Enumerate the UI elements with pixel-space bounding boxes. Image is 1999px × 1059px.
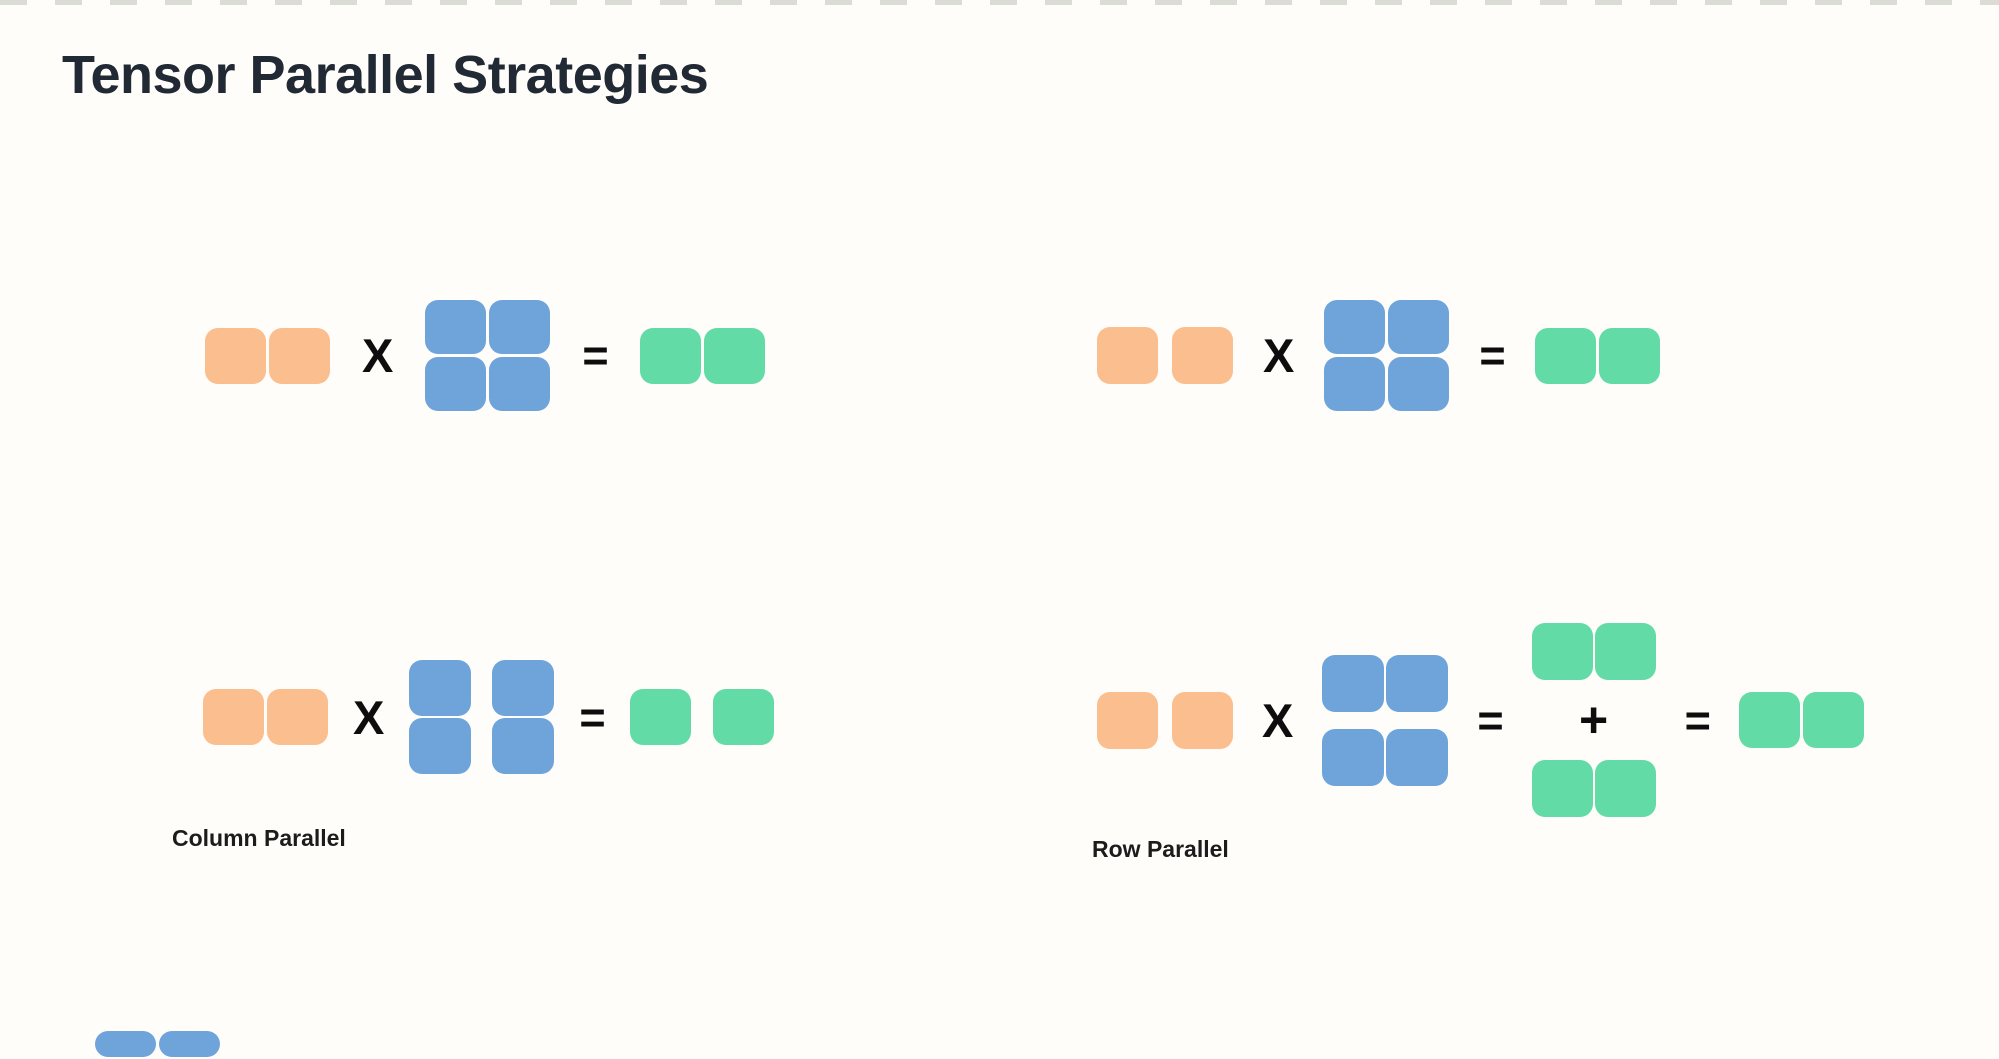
page-title: Tensor Parallel Strategies	[62, 45, 709, 105]
input-block	[267, 689, 328, 745]
output-block	[629, 689, 691, 745]
plus-operator: +	[1579, 692, 1609, 748]
partial-sum-stack: +	[1531, 623, 1656, 817]
weight-matrix-column-split	[409, 660, 555, 774]
output-row-vector	[639, 327, 765, 384]
diagram-column-parallel: X=	[203, 660, 774, 774]
clipped-offscreen-blocks	[95, 1031, 220, 1057]
input-row-vector	[203, 689, 328, 745]
input-block	[269, 327, 330, 384]
equals-operator: =	[582, 330, 608, 381]
weight-block	[409, 660, 472, 716]
diagram-full-matmul-left: X=	[205, 300, 765, 411]
weight-block	[1388, 300, 1450, 354]
output-block	[1738, 692, 1800, 748]
weight-block	[489, 357, 551, 411]
weight-matrix	[425, 300, 551, 411]
multiply-operator: X	[362, 329, 394, 382]
top-dashed-border	[0, 0, 1999, 5]
diagram-full-matmul-right: X=	[1097, 300, 1660, 411]
output-block	[1594, 760, 1656, 817]
weight-matrix-row-split	[1322, 654, 1449, 786]
weight-matrix	[1324, 300, 1450, 411]
weight-block	[1322, 654, 1385, 712]
output-block	[703, 327, 765, 384]
output-block	[1531, 623, 1593, 680]
column-parallel-label: Column Parallel	[172, 825, 346, 851]
input-block	[1097, 327, 1158, 384]
weight-block	[425, 357, 487, 411]
output-block	[1531, 760, 1593, 817]
input-row-vector	[205, 327, 330, 384]
input-block	[1172, 691, 1233, 749]
diagram-row-parallel: X = + =	[1097, 623, 1864, 817]
input-block	[1172, 327, 1233, 384]
output-block	[712, 689, 774, 745]
multiply-operator: X	[1262, 693, 1294, 747]
clipped-offscreen-blocks-group	[95, 1029, 220, 1059]
weight-block	[492, 718, 555, 774]
weight-block	[1386, 728, 1449, 786]
weight-block	[1322, 728, 1385, 786]
output-row-vector	[1738, 692, 1864, 748]
weight-block	[492, 660, 555, 716]
input-block	[1097, 691, 1158, 749]
output-block	[639, 327, 701, 384]
input-row-vector	[1097, 327, 1233, 384]
multiply-operator: X	[353, 690, 385, 744]
weight-block	[95, 1031, 156, 1057]
weight-block	[425, 300, 487, 354]
output-block	[1594, 623, 1656, 680]
equals-operator: =	[1477, 694, 1503, 746]
equals-operator: =	[579, 691, 605, 743]
weight-block	[1388, 357, 1450, 411]
input-row-vector	[1097, 691, 1233, 749]
output-block	[1534, 327, 1596, 384]
output-block	[1802, 692, 1864, 748]
multiply-operator: X	[1263, 329, 1295, 382]
weight-block	[489, 300, 551, 354]
equals-operator: =	[1684, 694, 1711, 746]
output-row-vector	[1534, 327, 1660, 384]
output-row-vector-split	[629, 689, 774, 745]
weight-block	[1386, 654, 1449, 712]
weight-block	[1324, 300, 1386, 354]
partial-output-vector-2	[1531, 760, 1656, 817]
weight-block	[409, 718, 472, 774]
weight-block	[159, 1031, 220, 1057]
row-parallel-label: Row Parallel	[1092, 836, 1229, 862]
output-block	[1598, 327, 1660, 384]
input-block	[205, 327, 266, 384]
partial-output-vector-1	[1531, 623, 1656, 680]
equals-operator: =	[1479, 330, 1505, 381]
input-block	[203, 689, 264, 745]
weight-block	[1324, 357, 1386, 411]
